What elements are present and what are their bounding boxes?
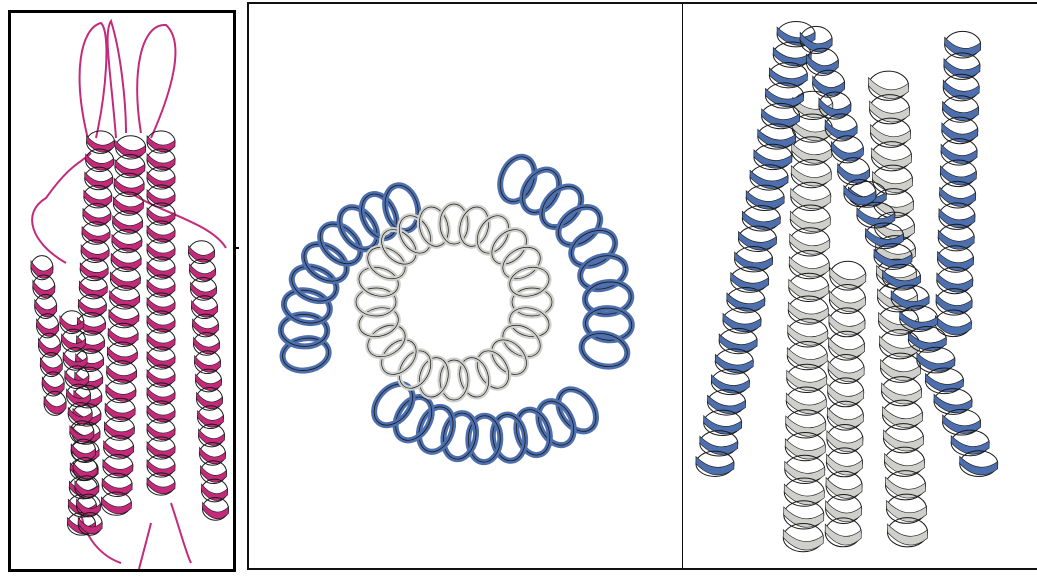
blue-helix-sideview [935,31,980,336]
coil-loop [139,523,151,569]
magenta-helix [101,136,145,516]
coil-loop [137,25,175,138]
coil-loop [131,193,226,248]
coil-loop [108,21,126,138]
magenta-helix-bundle-image [11,13,233,569]
magenta-helix [31,256,66,416]
left-panel-magenta-bundle [8,10,236,572]
panel-divider-tick [236,247,239,249]
central-pore [412,260,496,344]
coil-loop [171,503,191,563]
right-panel-side-view [683,2,1037,570]
helix-bundle-side-view-image [683,4,1037,568]
gray-helix-sideview [825,261,866,547]
blue-helix-sideview [848,182,997,477]
magenta-helix [147,131,175,495]
coil-loop [81,513,121,563]
middle-panel-top-view [247,2,684,570]
coil-loop [80,23,107,143]
magenta-helix [189,241,229,520]
helix-bundle-top-view-image [249,4,682,568]
